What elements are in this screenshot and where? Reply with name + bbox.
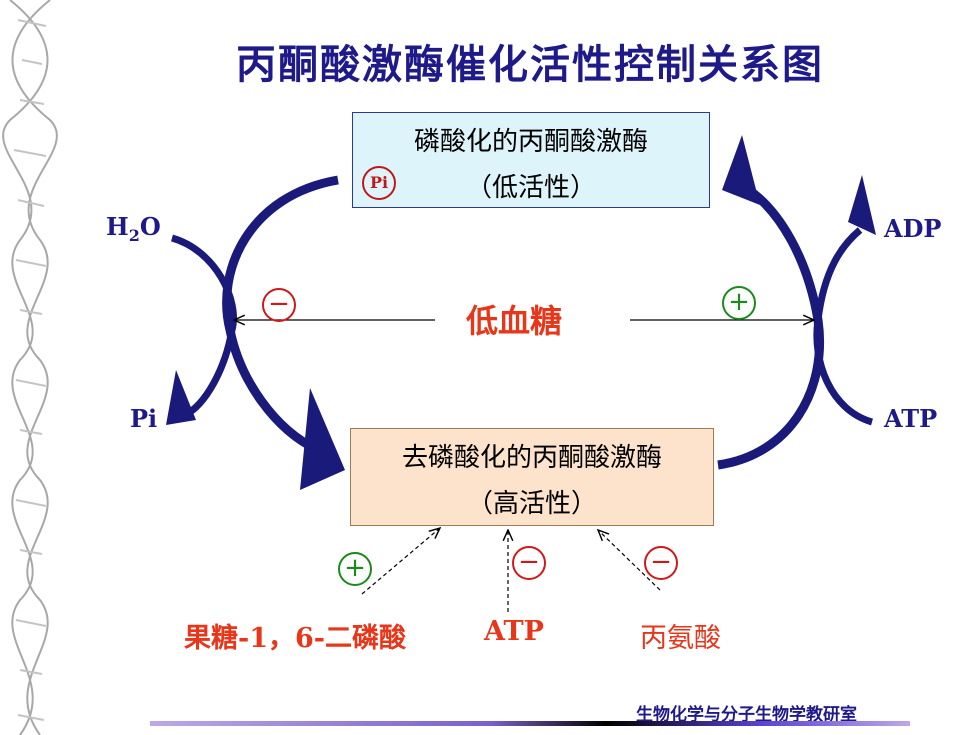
alanine-effector-arrow: [598, 530, 661, 591]
high-activity-label: （高活性）: [466, 489, 597, 519]
pi-product-label: Pi: [130, 404, 158, 433]
phosphate-tag: Pi: [362, 166, 396, 200]
atp-to-adp-branch: [813, 227, 874, 426]
adp-label: ADP: [884, 214, 942, 243]
inhibit-sign-alanine: −: [644, 546, 678, 580]
atp-substrate-label: ATP: [884, 404, 938, 433]
low-activity-label: （低活性）: [465, 173, 596, 203]
water-subscript: 2: [128, 225, 140, 245]
footer-divider: [150, 721, 910, 726]
phosphorylation-arrow-curve: [717, 184, 824, 470]
water-o: O: [139, 212, 161, 241]
alanine-label: 丙氨酸: [640, 623, 721, 654]
water-label: H2O: [106, 212, 161, 245]
atp-effector-label: ATP: [484, 616, 544, 647]
low-blood-glucose-label: 低血糖: [466, 302, 563, 340]
dephosphorylated-enzyme-label: 去磷酸化的丙酮酸激酶: [401, 443, 662, 473]
adp-release-arrowhead: [848, 175, 876, 235]
dna-helix-decoration: [2, 0, 58, 735]
pi-release-arrowhead: [166, 370, 196, 425]
footer-credit: 生物化学与分子生物学教研室: [636, 705, 857, 725]
fbp-effector-arrow: [361, 528, 440, 595]
dephosphorylated-enzyme-box: 去磷酸化的丙酮酸激酶 （高活性）: [350, 428, 714, 526]
phosphorylated-enzyme-box: 磷酸化的丙酮酸激酶 （低活性）: [352, 112, 710, 208]
activate-sign-fbp: +: [338, 552, 372, 586]
phosphorylated-enzyme-label: 磷酸化的丙酮酸激酶: [413, 127, 648, 157]
phosphorylation-arrowhead: [722, 135, 760, 205]
water-to-pi-branch: [170, 234, 237, 419]
water-h: H: [106, 212, 129, 241]
inhibit-sign-atp: −: [512, 546, 546, 580]
activate-sign-right: +: [722, 286, 756, 320]
page-title: 丙酮酸激酶催化活性控制关系图: [236, 41, 824, 88]
dephosphorylation-arrowhead: [300, 388, 345, 490]
dephosphorylation-arrow-curve: [222, 175, 339, 455]
fructose-bisphosphate-label: 果糖-1，6-二磷酸: [184, 623, 406, 654]
inhibit-sign-left: −: [262, 288, 296, 322]
